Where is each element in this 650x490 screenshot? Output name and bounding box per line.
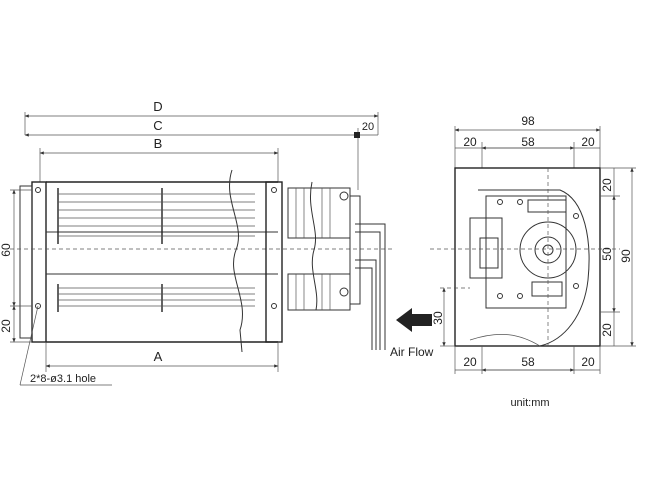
dim-top-20-left: 20 <box>463 135 477 149</box>
dimension-right: 20 50 20 90 <box>600 167 636 347</box>
right-end-plate <box>265 181 283 343</box>
dim-top-58: 58 <box>521 135 535 149</box>
dim-top-20-right: 20 <box>581 135 595 149</box>
dimension-98: 98 <box>454 114 601 168</box>
airflow-arrow-icon <box>396 308 432 332</box>
motor-bracket <box>469 195 579 309</box>
side-view: 98 20 58 20 <box>430 114 636 409</box>
dimension-A: A <box>45 342 279 372</box>
dim-20-left-label: 20 <box>0 319 13 333</box>
airflow-label: Air Flow <box>390 345 434 359</box>
dim-right-20-bottom: 20 <box>600 323 614 337</box>
dimension-30: 30 <box>431 287 470 347</box>
impeller-upper <box>57 188 255 244</box>
dimension-top-row: 20 58 20 <box>455 135 600 168</box>
dim-bottom-20-right: 20 <box>581 355 595 369</box>
dim-A-label: A <box>154 349 163 364</box>
left-end-plate <box>31 181 47 343</box>
dim-60-label: 60 <box>0 243 13 257</box>
side-housing <box>454 167 601 347</box>
mount-hole <box>35 303 41 309</box>
left-mount-flange <box>19 185 33 339</box>
impeller-lower <box>57 284 255 312</box>
dim-bottom-58: 58 <box>521 355 535 369</box>
hole-callout: 2*8-ø3.1 hole <box>19 305 112 386</box>
dim-C-label: C <box>153 118 162 133</box>
dim-right-90: 90 <box>619 249 633 263</box>
dim-B-label: B <box>154 136 163 151</box>
dim-right-50: 50 <box>600 247 614 261</box>
dimension-20-left: 20 <box>0 305 32 343</box>
dimension-B: B <box>39 136 279 182</box>
dimension-D: D <box>24 99 379 135</box>
front-view: D C 20 B <box>0 99 434 386</box>
break-line <box>310 181 318 311</box>
dimension-60: 60 <box>0 189 32 307</box>
dim-right-20-top: 20 <box>600 178 614 192</box>
dimension-bottom-row: 20 58 20 <box>454 346 601 374</box>
scroll-outline <box>478 189 590 347</box>
motor <box>287 187 361 311</box>
dim-30-label: 30 <box>431 311 445 325</box>
airflow-indicator: Air Flow <box>390 308 434 359</box>
dim-D-label: D <box>153 99 162 114</box>
hole-note: 2*8-ø3.1 hole <box>30 373 96 385</box>
dimension-C: C 20 <box>24 118 378 190</box>
break-line <box>229 169 243 353</box>
unit-label: unit:mm <box>510 397 549 409</box>
dim-98-label: 98 <box>521 114 535 128</box>
mount-hole <box>35 187 41 193</box>
dim-bottom-20-left: 20 <box>463 355 477 369</box>
dim-20-right-label: 20 <box>362 121 374 133</box>
lead-wires <box>355 223 386 350</box>
